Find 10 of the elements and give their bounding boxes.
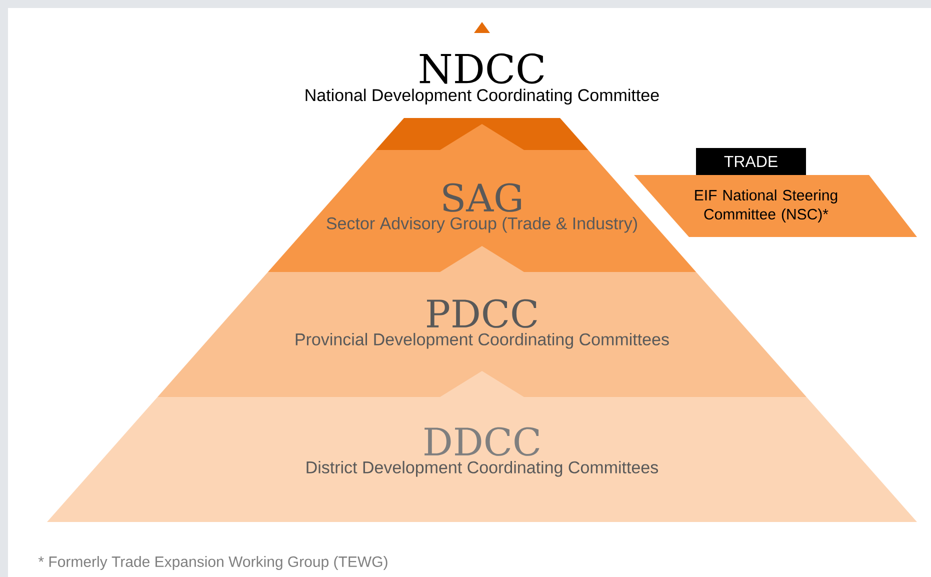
node-label: NDCC [420,53,544,84]
chevron [440,370,524,397]
node-label: EIF National Steering Committee (NSC)* [695,190,838,222]
chevron [440,124,524,150]
chevron [440,246,524,272]
node-label: National Development Coordinating Committee [306,88,659,105]
node-label: SAG [443,183,521,212]
node-label: Sector Advisory Group (Trade & Industry) [326,216,637,233]
tag-box: TRADE [696,148,806,175]
footnote: * Formerly Trade Expansion Working Group (TEWG) [38,556,388,570]
